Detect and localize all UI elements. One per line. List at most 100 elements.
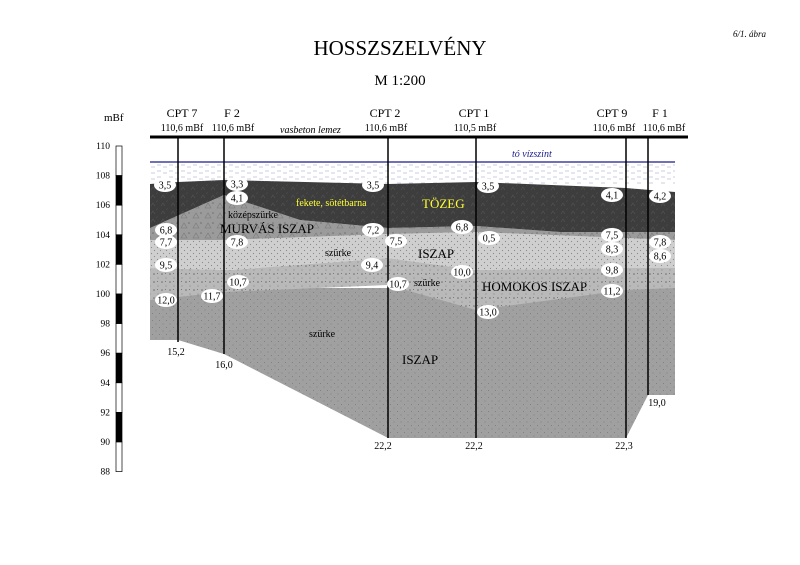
depth-bubble [226, 191, 248, 205]
borehole-cpt9: CPT 9 110,6 mBf 22,3 [593, 106, 636, 452]
depth-value: 4,1 [606, 191, 619, 202]
layer-gravel-silt [150, 195, 675, 240]
figure-label: 6/1. ábra [733, 29, 767, 39]
concrete-slab-label: vasbeton lemez [280, 125, 341, 136]
depth-bubble [154, 178, 176, 192]
depth-bubble [601, 284, 623, 298]
depth-bubble [387, 277, 409, 291]
depth-bubble [226, 235, 248, 249]
depth-value: 12,0 [157, 296, 175, 307]
borehole-depth: 15,2 [167, 347, 185, 358]
tick-label: 98 [101, 320, 111, 330]
borehole-cpt1: CPT 1 110,5 mBf 22,2 [454, 106, 497, 452]
tick-label: 102 [96, 260, 111, 270]
depth-bubble [385, 234, 407, 248]
sandy-silt-label: HOMOKOS ISZAP [482, 279, 587, 294]
depth-bubble [201, 289, 223, 303]
depth-bubble [362, 178, 384, 192]
depth-bubble [155, 235, 177, 249]
depth-value: 3,5 [367, 181, 380, 192]
depth-bubble [478, 231, 500, 245]
depth-value: 10,0 [453, 268, 471, 279]
scale-segment [115, 145, 123, 176]
tick-label: 106 [96, 201, 111, 211]
borehole-elevation: 110,6 mBf [593, 123, 636, 134]
depth-value: 4,2 [654, 192, 667, 203]
depth-value: 8,3 [606, 245, 619, 256]
borehole-name: CPT 2 [370, 106, 401, 120]
borehole-name: CPT 1 [459, 106, 490, 120]
peat-label: TÖZEG [422, 196, 465, 211]
scale-segment [115, 352, 123, 384]
scale-label: M 1:200 [374, 73, 425, 89]
tick-label: 90 [101, 438, 111, 448]
depth-value: 3,5 [482, 182, 495, 193]
depth-bubble [155, 223, 177, 237]
depth-bubble [649, 235, 671, 249]
depth-bubble [451, 265, 473, 279]
layer-peat [150, 180, 675, 232]
lower-silt-description: szürke [309, 329, 336, 340]
depth-bubble [226, 177, 248, 191]
borehole-depth: 22,3 [615, 441, 633, 452]
peat-description: fekete, sötétbarna [296, 198, 367, 209]
borehole-f1: F 1 110,6 mBf 19,0 [643, 106, 686, 409]
depth-value: 9,4 [366, 261, 379, 272]
depth-value: 6,8 [160, 226, 173, 237]
depth-value: 7,8 [654, 238, 667, 249]
lower-silt-label: ISZAP [402, 352, 438, 367]
borehole-f2: F 2 110,6 mBf 16,0 [212, 106, 255, 371]
depth-value: 10,7 [229, 278, 247, 289]
page-title: HOSSZSZELVÉNY [313, 36, 486, 60]
tick-label: 100 [96, 290, 111, 300]
water-level-label: tó vízszint [512, 149, 552, 160]
silt-label: ISZAP [418, 246, 454, 261]
borehole-name: CPT 7 [167, 106, 198, 120]
sandy-silt-description: szürke [414, 278, 441, 289]
depth-value: 13,0 [479, 308, 497, 319]
scale-segment [115, 382, 123, 413]
scale-segment [115, 204, 123, 236]
depth-bubble [601, 228, 623, 242]
depth-bubble [601, 263, 623, 277]
borehole-depth: 22,2 [374, 441, 392, 452]
tick-label: 96 [101, 349, 111, 359]
depth-value: 11,2 [603, 287, 620, 298]
gravel-label: MURVÁS ISZAP [220, 221, 314, 236]
water-zone [150, 162, 675, 184]
depth-bubble [601, 188, 623, 202]
tick-label: 88 [101, 468, 111, 478]
layer-lower-silt [150, 288, 675, 438]
depth-value: 4,1 [231, 194, 244, 205]
depth-bubble [649, 249, 671, 263]
borehole-elevation: 110,6 mBf [365, 123, 408, 134]
borehole-elevation: 110,6 mBf [161, 123, 204, 134]
elevation-scale-bar [115, 145, 123, 472]
depth-value: 10,7 [389, 280, 407, 291]
axis-unit: mBf [104, 112, 124, 124]
scale-segment [115, 323, 123, 354]
borehole-cpt7: CPT 7 110,6 mBf 15,2 [161, 106, 204, 358]
depth-value: 9,8 [606, 266, 619, 277]
borehole-cpt2: CPT 2 110,6 mBf 22,2 [365, 106, 408, 452]
depth-value: 7,2 [367, 226, 380, 237]
depth-bubble [155, 258, 177, 272]
tick-label: 104 [96, 231, 111, 241]
silt-description: szürke [325, 248, 352, 259]
depth-bubble [601, 242, 623, 256]
depth-value: 7,5 [606, 231, 619, 242]
tick-label: 92 [101, 408, 111, 418]
layer-silt [150, 232, 675, 270]
depth-value: 7,7 [160, 238, 173, 249]
tick-label: 110 [96, 142, 110, 152]
depth-value: 3,5 [159, 181, 172, 192]
scale-segment [115, 264, 123, 295]
scale-segment [115, 293, 123, 324]
tick-label: 94 [101, 379, 111, 389]
scale-segment [115, 175, 123, 206]
depth-bubble [155, 293, 177, 307]
depth-value: 11,7 [203, 292, 220, 303]
